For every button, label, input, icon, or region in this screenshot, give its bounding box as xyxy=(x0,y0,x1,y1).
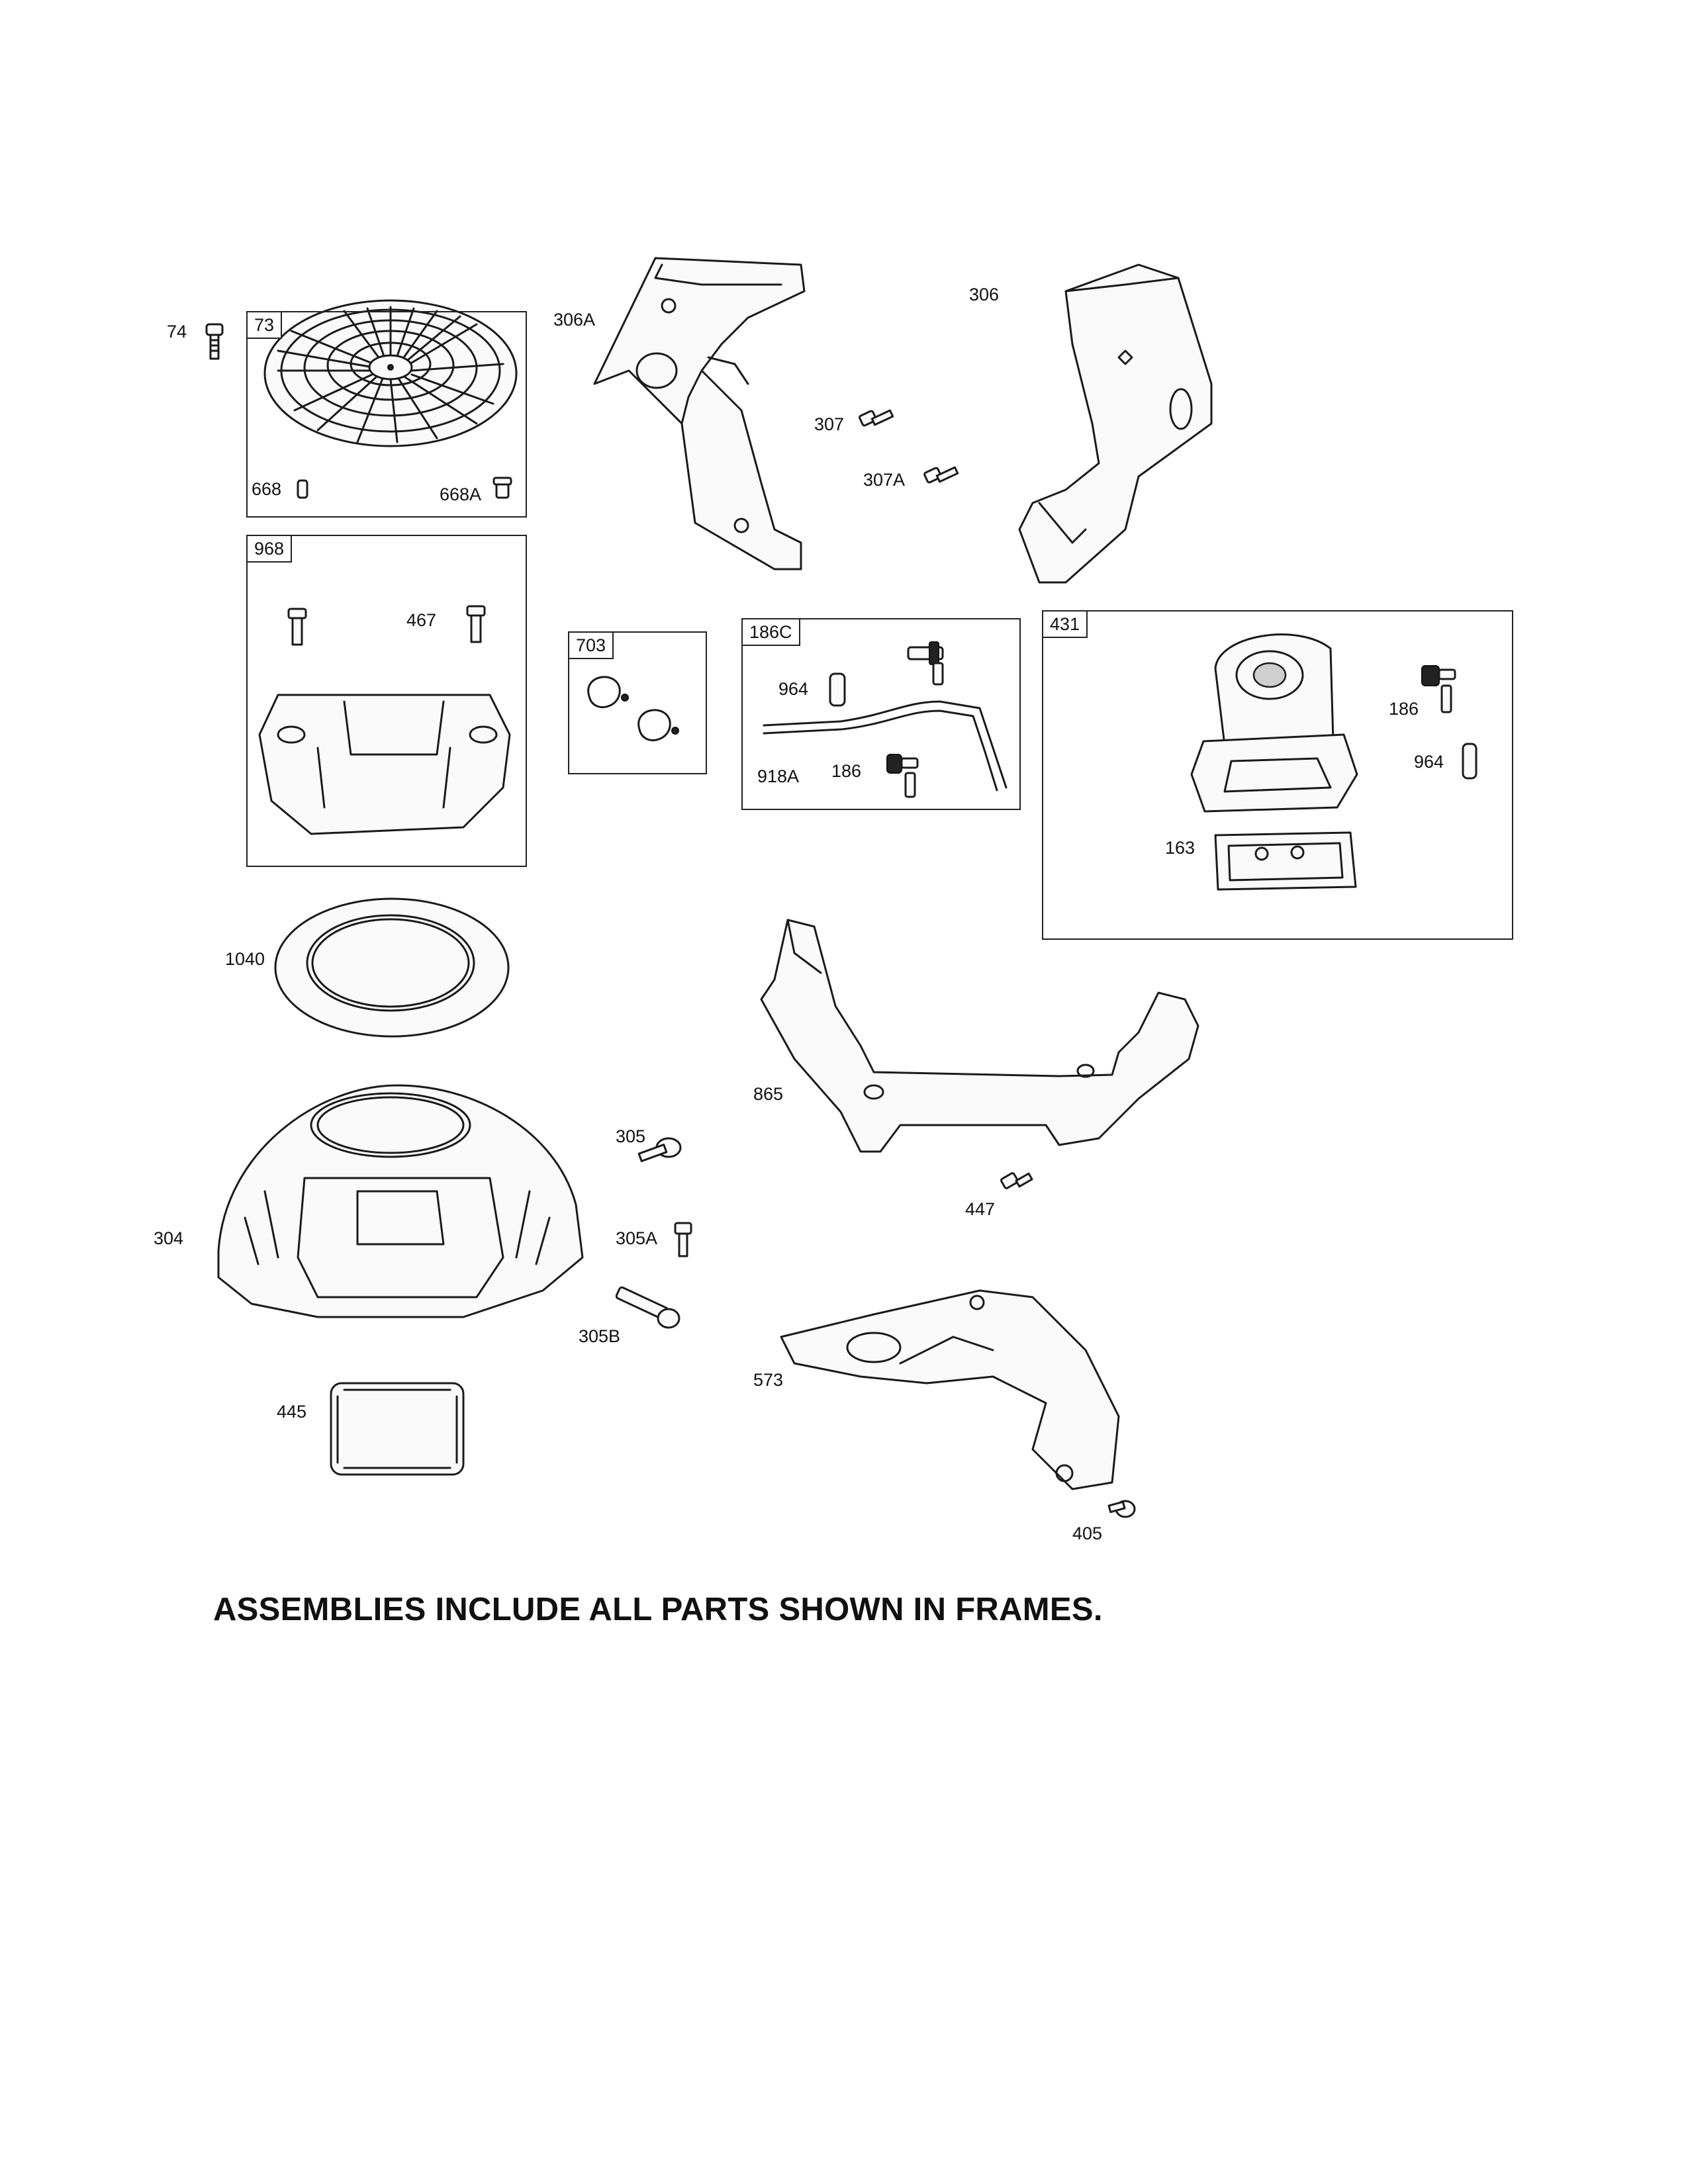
part-968-cover-drawing xyxy=(258,694,511,835)
part-668a-pin-drawing xyxy=(492,477,512,499)
label-1040: 1040 xyxy=(225,949,265,969)
label-305b: 305B xyxy=(579,1326,621,1346)
label-186-right: 186 xyxy=(1389,699,1419,719)
frame-186c-tag: 186C xyxy=(743,619,800,646)
label-307: 307 xyxy=(814,414,845,434)
frame-186c: 186C xyxy=(741,618,1021,810)
part-305b-bolt-drawing xyxy=(615,1286,680,1329)
label-447: 447 xyxy=(965,1199,996,1219)
frame-73: 73 xyxy=(246,311,527,518)
frame-968: 968 xyxy=(246,535,527,867)
part-186-fitting-drawing xyxy=(886,754,919,798)
part-306a-baffle-drawing xyxy=(593,257,806,570)
frame-703: 703 xyxy=(568,631,707,774)
label-467: 467 xyxy=(406,610,437,630)
part-307a-screw-drawing xyxy=(923,466,959,484)
part-968-screw-left-drawing xyxy=(287,608,307,646)
part-305a-screw-drawing xyxy=(674,1222,692,1257)
part-431-hose-drawing xyxy=(1462,743,1477,780)
part-307-screw-drawing xyxy=(859,409,894,427)
part-668-pin-drawing xyxy=(297,479,308,499)
frame-431-tag: 431 xyxy=(1043,612,1088,638)
frame-73-tag: 73 xyxy=(248,312,283,339)
label-918a: 918A xyxy=(757,766,800,786)
part-964-hose-drawing xyxy=(829,672,846,707)
part-865-bracket-drawing xyxy=(760,919,1199,1153)
part-445-filter-drawing xyxy=(330,1382,465,1476)
label-304: 304 xyxy=(154,1228,184,1248)
part-467-screw-drawing xyxy=(466,605,486,643)
frame-703-tag: 703 xyxy=(569,633,614,659)
label-445: 445 xyxy=(277,1402,307,1422)
label-163: 163 xyxy=(1165,838,1196,858)
label-865: 865 xyxy=(753,1084,784,1104)
frame-968-tag: 968 xyxy=(248,536,293,563)
label-186-lower: 186 xyxy=(831,761,862,781)
assemblies-note: ASSEMBLIES INCLUDE ALL PARTS SHOWN IN FR… xyxy=(213,1592,1103,1627)
part-405-screw-drawing xyxy=(1107,1500,1136,1518)
part-186c-fitting-drawing xyxy=(907,641,944,686)
label-307a: 307A xyxy=(863,470,906,490)
label-668a: 668A xyxy=(440,484,482,504)
part-573-shield-drawing xyxy=(780,1289,1120,1490)
label-74: 74 xyxy=(167,322,187,341)
part-73-fan-grille-drawing xyxy=(263,299,518,447)
part-306-baffle-drawing xyxy=(1018,263,1213,584)
frame-431: 431 xyxy=(1042,610,1513,940)
label-305a: 305A xyxy=(616,1228,658,1248)
part-305-bolt-drawing xyxy=(637,1137,682,1162)
part-163-gasket-drawing xyxy=(1214,831,1357,891)
part-1040-seal-drawing xyxy=(274,897,510,1038)
label-573: 573 xyxy=(753,1370,784,1390)
part-431-fitting-drawing xyxy=(1421,665,1456,713)
label-306: 306 xyxy=(969,285,1000,304)
label-306a: 306A xyxy=(553,310,596,330)
part-918a-hose-drawing xyxy=(763,700,1008,792)
label-405: 405 xyxy=(1072,1524,1103,1543)
part-74-screw-drawing xyxy=(205,323,224,360)
label-668: 668 xyxy=(252,479,282,499)
label-964-right: 964 xyxy=(1414,752,1444,772)
part-304-blower-housing-drawing xyxy=(217,1084,584,1318)
label-964-upper: 964 xyxy=(778,679,809,699)
label-305: 305 xyxy=(616,1126,646,1146)
part-703-clips-drawing xyxy=(587,676,679,741)
part-447-screw-drawing xyxy=(1000,1172,1033,1189)
part-431-filter-base-drawing xyxy=(1190,633,1358,813)
